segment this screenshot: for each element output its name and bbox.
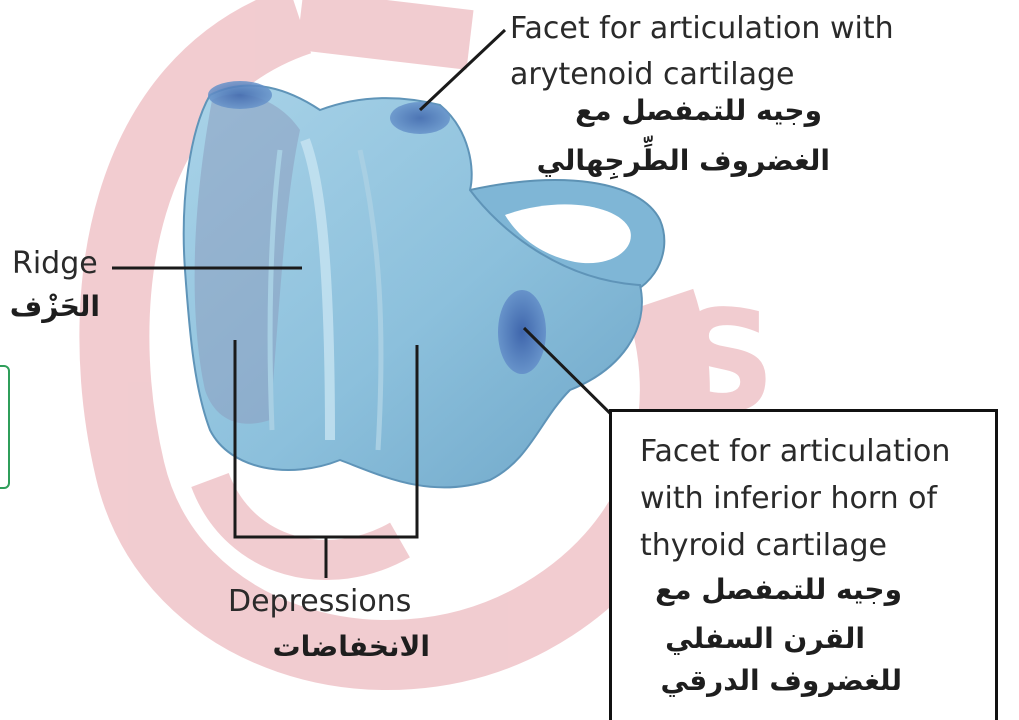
arytenoid-facet-left: [208, 81, 272, 109]
label-depressions-arabic: الانخفاضات: [240, 630, 430, 664]
label-arytenoid-facet: Facet for articulation with arytenoid ca…: [510, 6, 940, 98]
thyroid-facet: [498, 290, 546, 374]
label-depressions: Depressions: [228, 584, 411, 620]
label-ridge: Ridge: [12, 246, 98, 282]
label-arytenoid-facet-arabic-1: وجيه للتمفصل مع: [510, 94, 822, 128]
side-tab: [0, 365, 10, 489]
label-thyroid-facet-arabic-1: وجيه للتمفصل مع: [640, 573, 902, 607]
label-arytenoid-facet-arabic-2: الغضروف الطِّرجِهالي: [510, 144, 830, 178]
label-thyroid-facet-arabic-3: للغضروف الدرقي: [640, 664, 902, 698]
arytenoid-facet-right: [390, 102, 450, 134]
label-ridge-arabic: الحَزْف: [12, 290, 100, 324]
label-thyroid-facet: Facet for articulation with inferior hor…: [640, 428, 1000, 569]
label-thyroid-facet-arabic-2: القرن السفلي: [640, 622, 865, 656]
